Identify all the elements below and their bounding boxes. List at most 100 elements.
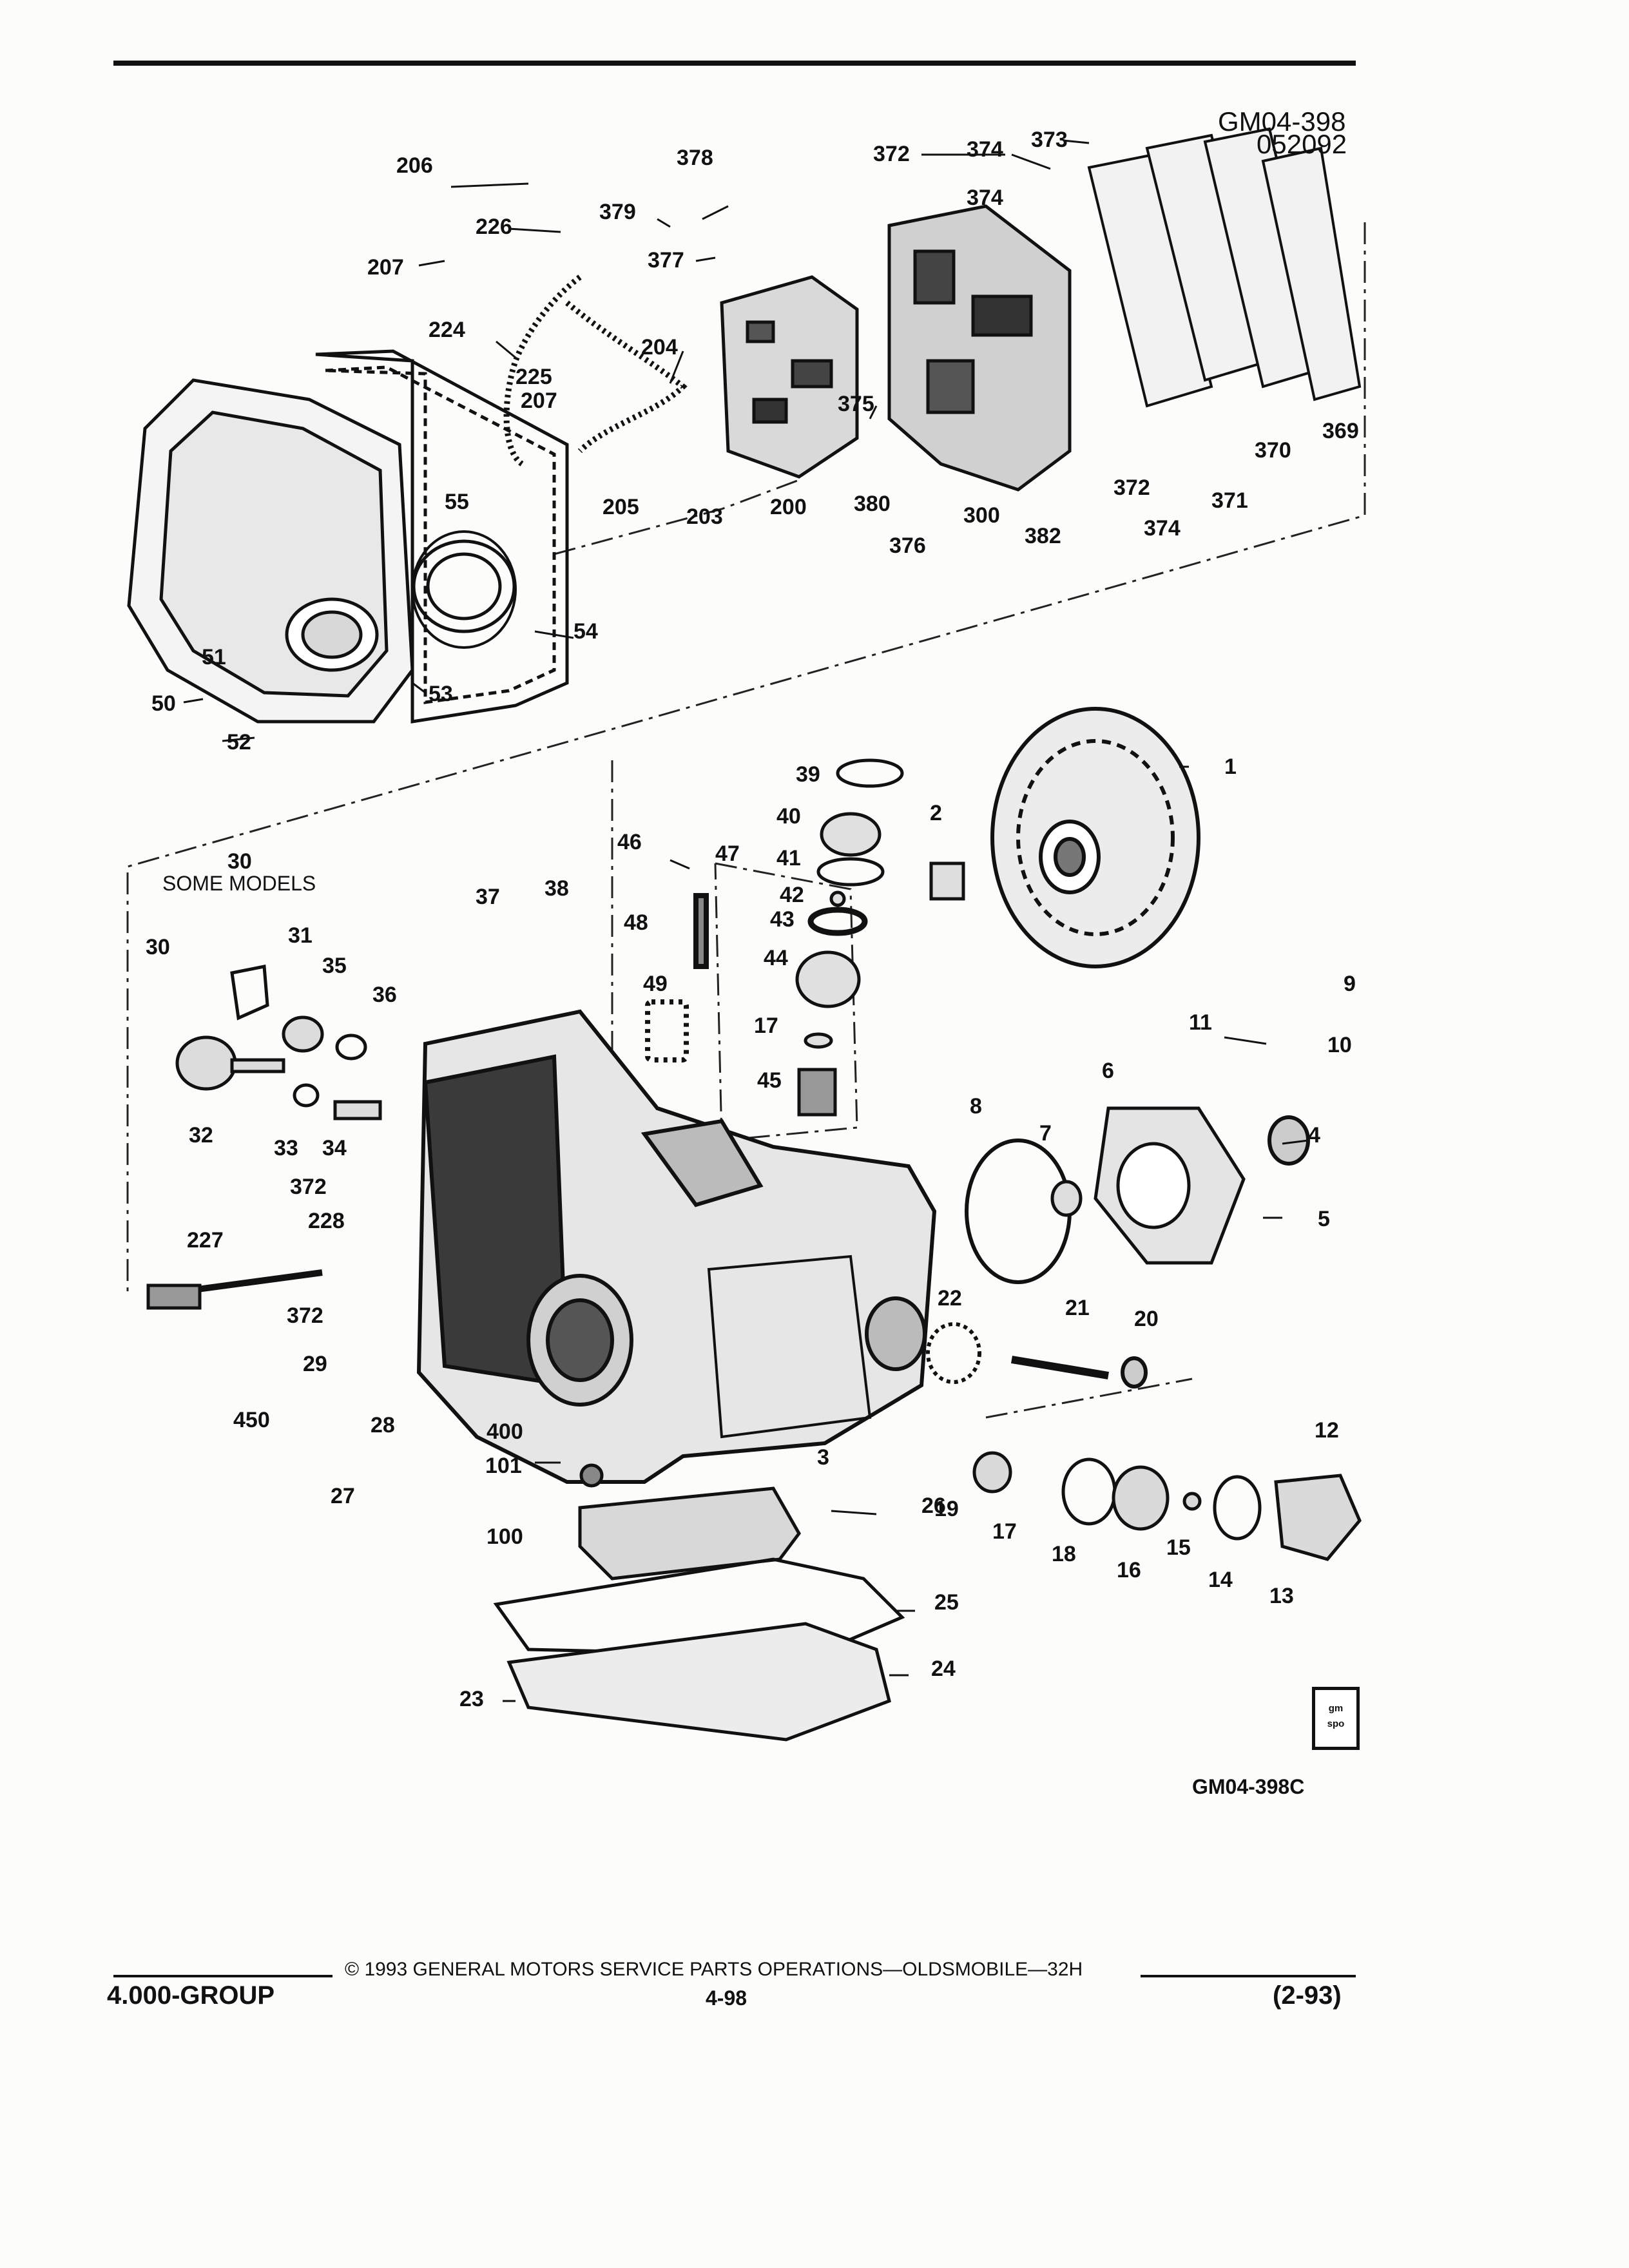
side-cover-6	[1094, 1106, 1246, 1265]
part-label: 374	[967, 137, 1003, 162]
part-label: 43	[770, 907, 795, 932]
figure-reference-bottom: GM04-398C	[1192, 1775, 1305, 1798]
part-label: 370	[1255, 438, 1291, 463]
part-label: 10	[1327, 1033, 1352, 1057]
part-label: 300	[963, 503, 1000, 528]
part-label: 25	[934, 1590, 959, 1615]
part-label: 55	[445, 490, 469, 514]
part-label: 379	[599, 200, 636, 224]
part-label: 100	[487, 1524, 523, 1549]
servo-parts	[795, 758, 904, 1117]
part-label: 24	[931, 1657, 956, 1681]
part-label: 9	[1344, 972, 1356, 996]
part-label: 372	[290, 1175, 327, 1199]
shaft-227	[146, 1269, 323, 1310]
part-label: 225	[516, 365, 552, 389]
footer-date-code: (2-93)	[1273, 1981, 1342, 2010]
bushing-2	[929, 861, 965, 901]
part-label: 52	[227, 730, 251, 754]
part-label: 372	[873, 142, 910, 166]
part-label: 206	[396, 153, 433, 178]
part-label: 50	[151, 691, 176, 716]
part-label: 30	[227, 849, 252, 874]
part-label: 374	[967, 186, 1003, 210]
part-label: 42	[780, 883, 804, 907]
part-label: 382	[1025, 524, 1061, 548]
part-label: 18	[1052, 1542, 1076, 1566]
part-label: 21	[1065, 1296, 1090, 1320]
part-label: 377	[648, 248, 684, 273]
part-label: 226	[476, 215, 512, 239]
part-label: 30	[146, 935, 170, 959]
part-label: 27	[331, 1484, 355, 1508]
valve-body-300	[887, 204, 1072, 492]
figure-reference-top: GM04-398	[1218, 106, 1346, 137]
valve-body-200	[720, 275, 859, 479]
part-label: 12	[1315, 1418, 1339, 1443]
part-label: 378	[677, 146, 713, 170]
part-label: 29	[303, 1352, 327, 1376]
part-label: 372	[1113, 476, 1150, 500]
part-label: 375	[838, 392, 874, 416]
some-models-note: SOME MODELS	[162, 872, 316, 895]
part-label: 20	[1134, 1307, 1159, 1331]
part-label: 227	[187, 1228, 224, 1253]
footer-copyright: © 1993 GENERAL MOTORS SERVICE PARTS OPER…	[345, 1959, 1083, 1980]
part-label: 205	[602, 495, 639, 519]
part-label: 45	[757, 1068, 782, 1093]
part-label: 46	[617, 830, 642, 854]
part-label: 200	[770, 495, 807, 519]
part-label: 224	[429, 318, 465, 342]
part-label: 7	[1039, 1121, 1052, 1146]
o-ring-8	[965, 1139, 1072, 1284]
part-label: 26	[921, 1494, 946, 1518]
seal-7	[1050, 1180, 1083, 1217]
part-label: 54	[574, 619, 598, 644]
part-label: 400	[487, 1419, 523, 1444]
part-label: 204	[641, 335, 678, 360]
part-label: 3	[817, 1445, 829, 1470]
part-label: 17	[754, 1014, 778, 1038]
assembly-boundary-lines	[126, 222, 1366, 1419]
gm-spo-logo: gm spo	[1312, 1687, 1360, 1750]
part-label: 1	[1224, 754, 1237, 779]
accumulator-parts	[972, 1451, 1362, 1561]
part-label: 207	[521, 389, 557, 413]
part-label: 373	[1031, 128, 1068, 152]
part-label: 372	[287, 1303, 323, 1328]
part-label: 203	[686, 505, 723, 529]
part-label: 31	[288, 923, 313, 948]
leader-lines	[183, 139, 1309, 1702]
part-label: 37	[476, 885, 500, 909]
filter-and-pan	[493, 1463, 905, 1742]
part-label: 28	[371, 1413, 395, 1437]
governor-parts	[175, 964, 382, 1120]
part-label: 17	[992, 1519, 1017, 1544]
transmission-case	[416, 1009, 937, 1484]
part-label: 16	[1117, 1558, 1141, 1582]
footer-rule-right	[1141, 1975, 1356, 1977]
part-label: 371	[1211, 488, 1248, 513]
logo-text-gm: gm	[1328, 1703, 1344, 1714]
figure-reference-top-date: 052092	[1257, 129, 1347, 159]
part-label: 369	[1322, 419, 1359, 443]
part-label: 33	[274, 1136, 298, 1160]
part-label: 40	[776, 804, 801, 829]
part-label: 38	[545, 876, 569, 901]
servo-spring-22	[926, 1322, 1148, 1389]
part-label: 22	[938, 1286, 962, 1311]
part-label: 23	[459, 1687, 484, 1711]
part-label: 2	[930, 801, 942, 825]
part-label: 35	[322, 954, 347, 978]
spacer-plates	[1087, 127, 1362, 408]
torque-converter	[990, 707, 1200, 968]
part-label: 6	[1102, 1059, 1114, 1083]
part-label: 47	[715, 841, 740, 866]
part-label: 14	[1208, 1568, 1233, 1592]
footer-page-number: 4-98	[706, 1986, 747, 2010]
part-label: 49	[643, 972, 668, 996]
part-label: 15	[1166, 1535, 1191, 1560]
part-label: 101	[485, 1454, 522, 1478]
